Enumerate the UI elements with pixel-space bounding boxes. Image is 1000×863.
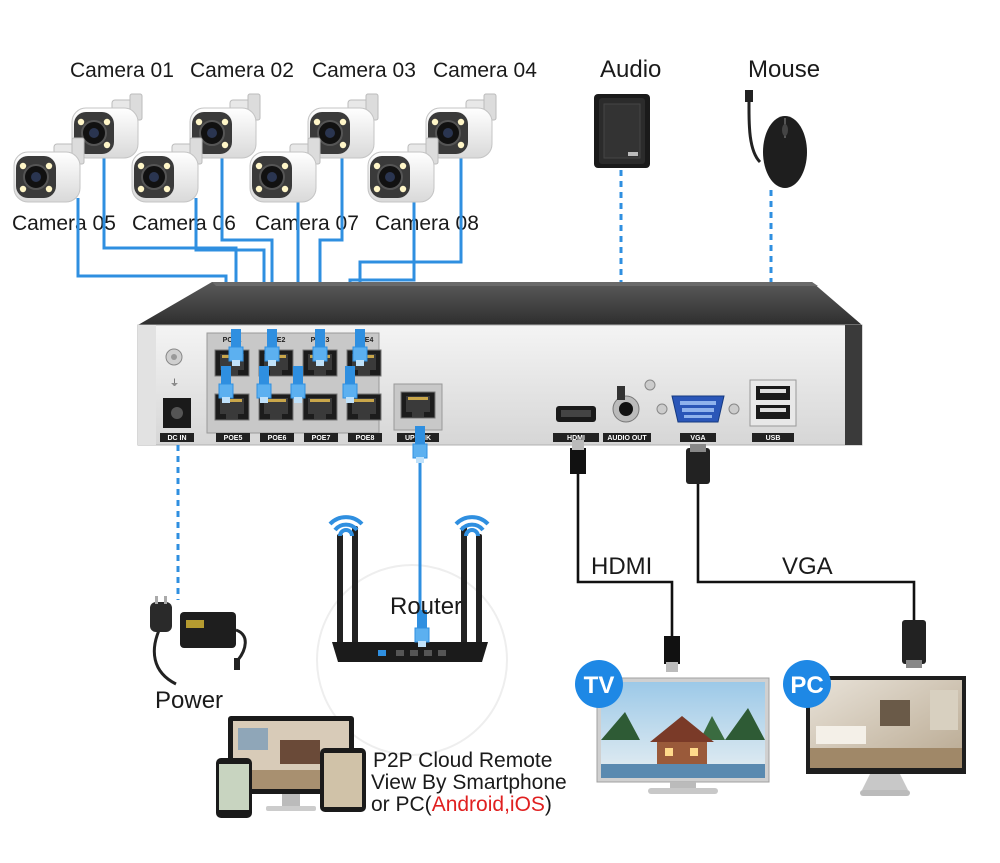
tv-badge bbox=[575, 660, 623, 708]
svg-text:⏚: ⏚ bbox=[170, 378, 179, 388]
camera-07-icon bbox=[249, 137, 321, 203]
hdmi-connector-top bbox=[570, 440, 586, 474]
remote-line-1: P2P Cloud Remote bbox=[373, 749, 552, 772]
camera-06-label: Camera 06 bbox=[132, 212, 236, 235]
dc-in-label: DC IN bbox=[167, 435, 186, 442]
camera-08-label: Camera 08 bbox=[375, 212, 479, 235]
poe8-label: POE8 bbox=[356, 435, 375, 442]
poe8-plug bbox=[342, 365, 358, 404]
power-adapter-icon bbox=[150, 596, 247, 686]
uplink-plug bbox=[412, 425, 428, 464]
pc-badge bbox=[783, 660, 831, 708]
remote-devices-icon bbox=[216, 716, 366, 818]
poe4-plug bbox=[352, 328, 368, 367]
poe3-plug bbox=[312, 328, 328, 367]
poe7-port[interactable] bbox=[302, 393, 338, 421]
router-label: Router bbox=[390, 593, 462, 620]
poe1-plug bbox=[228, 328, 244, 367]
audio-out-label: AUDIO OUT bbox=[607, 435, 647, 442]
nvr-recorder: ⏚ DC IN POE1 POE2 POE3 POE4 POE5 POE6 PO… bbox=[137, 282, 863, 446]
remote-line-3-highlight: Android,iOS bbox=[432, 793, 545, 816]
camera-01-label: Camera 01 bbox=[70, 59, 174, 82]
remote-line-2: View By Smartphone bbox=[371, 771, 567, 794]
vga-port-label: VGA bbox=[690, 435, 705, 442]
hdmi-cable bbox=[576, 470, 674, 640]
usb-port-label: USB bbox=[766, 435, 781, 442]
poe7-label: POE7 bbox=[312, 435, 331, 442]
vga-cable-label: VGA bbox=[782, 553, 833, 580]
audio-label: Audio bbox=[600, 56, 661, 83]
remote-line-3: or PC(Android,iOS) bbox=[371, 793, 552, 816]
remote-line-3-suffix: ) bbox=[545, 793, 552, 816]
pc-badge-label: PC bbox=[790, 672, 823, 699]
hdmi-port-label: HDMI bbox=[567, 435, 585, 442]
camera-06-icon bbox=[131, 137, 203, 203]
wifi-icon-left bbox=[328, 515, 364, 537]
pc-monitor-icon bbox=[806, 676, 966, 796]
poe2-plug bbox=[264, 328, 280, 367]
mouse-label: Mouse bbox=[748, 56, 820, 83]
poe6-plug bbox=[256, 365, 272, 404]
router-icon bbox=[332, 526, 488, 662]
poe5-plug bbox=[218, 365, 234, 404]
camera-04-label: Camera 04 bbox=[433, 59, 537, 82]
remote-line-3-prefix: or PC( bbox=[371, 793, 432, 816]
poe7-plug bbox=[290, 365, 306, 404]
camera-05-label: Camera 05 bbox=[12, 212, 116, 235]
camera-03-label: Camera 03 bbox=[312, 59, 416, 82]
camera-02-label: Camera 02 bbox=[190, 59, 294, 82]
vga-connector-top bbox=[686, 444, 710, 484]
speaker-icon bbox=[594, 94, 650, 168]
vga-connector-bottom bbox=[902, 620, 926, 668]
tv-icon bbox=[596, 677, 770, 794]
uplink-port[interactable] bbox=[400, 391, 436, 419]
camera-05-icon bbox=[13, 137, 85, 203]
poe6-label: POE6 bbox=[268, 435, 287, 442]
mouse-icon bbox=[745, 90, 807, 188]
power-label: Power bbox=[155, 687, 223, 714]
camera-08-icon bbox=[367, 137, 439, 203]
poe5-label: POE5 bbox=[224, 435, 243, 442]
nvr-top bbox=[138, 282, 862, 325]
wifi-icon-right bbox=[454, 515, 490, 537]
tv-badge-label: TV bbox=[584, 672, 615, 699]
hdmi-connector-bottom bbox=[664, 636, 680, 672]
hdmi-cable-label: HDMI bbox=[591, 553, 652, 580]
vga-cable bbox=[696, 482, 916, 625]
audio-out-port[interactable] bbox=[619, 402, 633, 416]
camera-07-label: Camera 07 bbox=[255, 212, 359, 235]
